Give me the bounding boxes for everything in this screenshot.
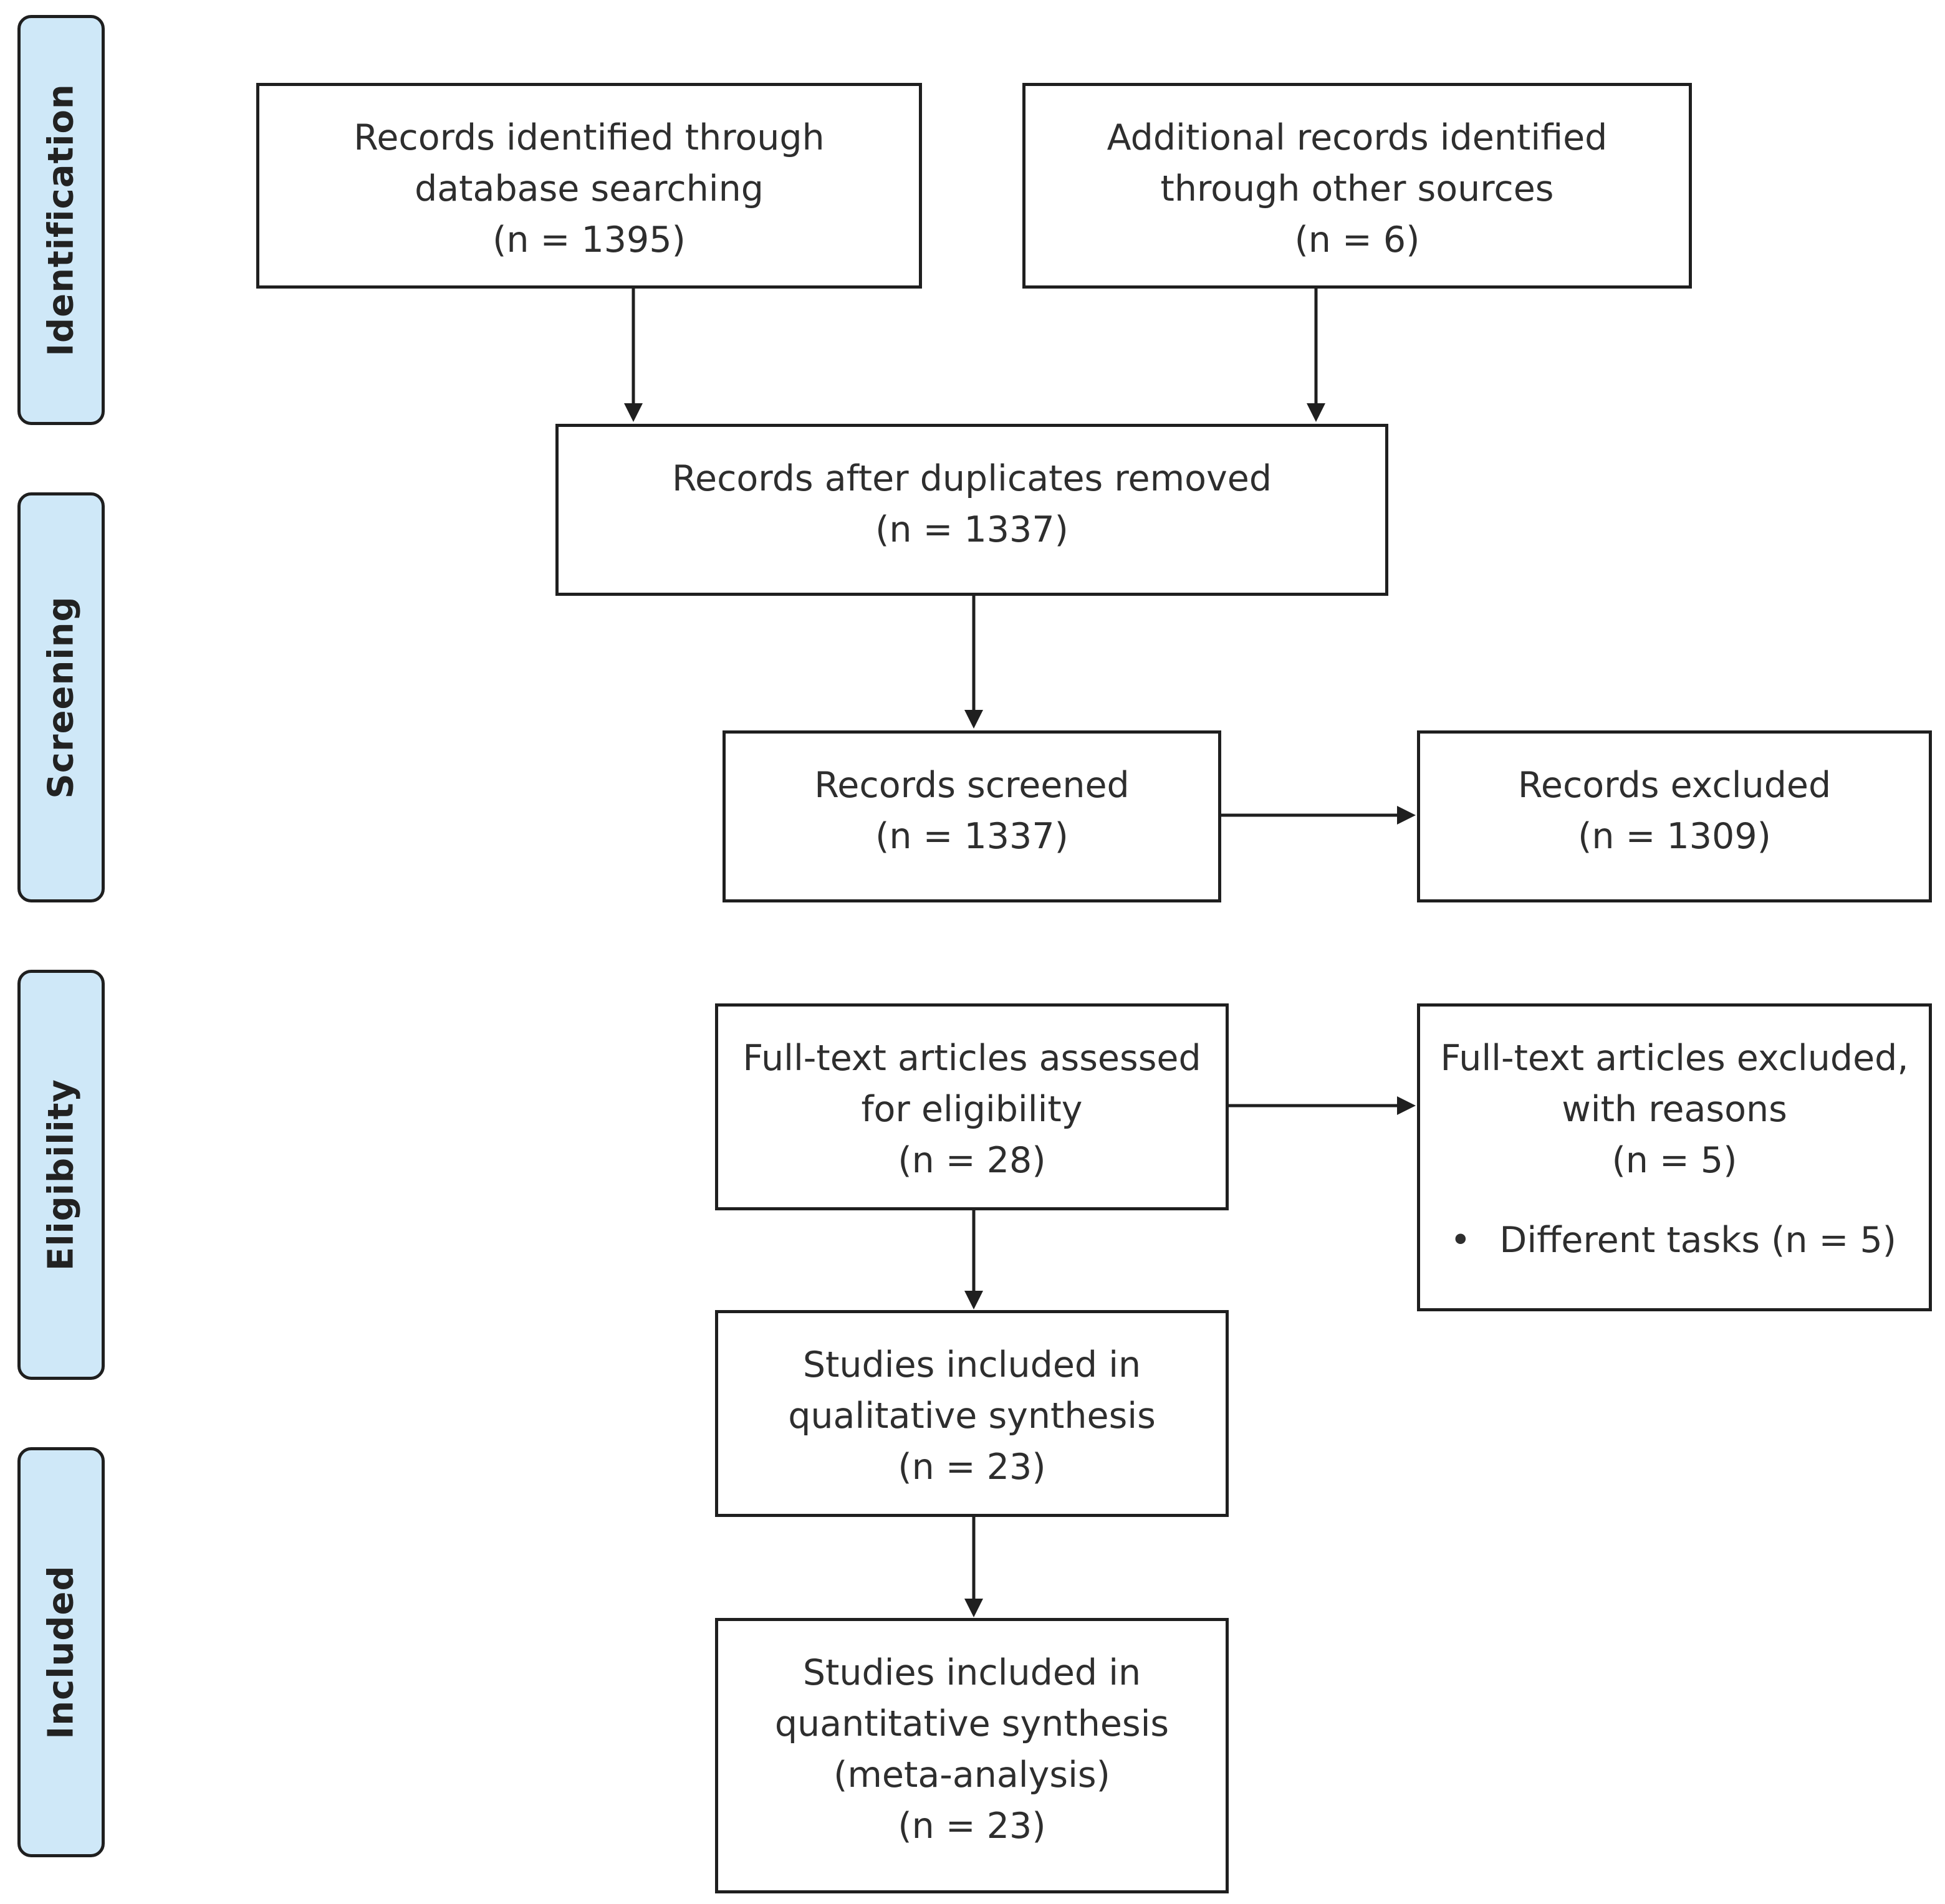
box-quantitative-count: (n = 23) xyxy=(898,1806,1046,1847)
box-assessed-count: (n = 28) xyxy=(898,1140,1046,1181)
phase-included: Included xyxy=(17,1447,105,1857)
box-quantitative-line1: Studies included in xyxy=(802,1652,1141,1693)
box-assessed-line2: for eligibility xyxy=(861,1089,1083,1130)
box-other-sources: Additional records identified through ot… xyxy=(1022,83,1692,289)
box-excluded-line1: Records excluded xyxy=(1517,765,1832,806)
box-qualitative-line2: qualitative synthesis xyxy=(788,1395,1156,1437)
box-qualitative-line1: Studies included in xyxy=(802,1344,1141,1385)
box-fulltext-excluded-count: (n = 5) xyxy=(1611,1140,1737,1181)
box-quantitative-line3: (meta-analysis) xyxy=(833,1754,1110,1796)
box-fulltext-excluded: Full-text articles excluded, with reason… xyxy=(1417,1003,1932,1311)
box-assessed-line1: Full-text articles assessed xyxy=(742,1038,1201,1079)
box-screened-count: (n = 1337) xyxy=(875,816,1069,857)
phase-eligibility: Eligibility xyxy=(17,970,105,1380)
box-other-line1: Additional records identified xyxy=(1107,117,1608,158)
box-fulltext-assessed: Full-text articles assessed for eligibil… xyxy=(715,1003,1229,1210)
box-screened-line1: Records screened xyxy=(814,765,1130,806)
box-database-line1: Records identified through xyxy=(353,117,825,158)
box-fulltext-excluded-line2: with reasons xyxy=(1562,1089,1787,1130)
box-other-line2: through other sources xyxy=(1160,168,1554,209)
exclusion-reason-item: • Different tasks (n = 5) xyxy=(1420,1215,1929,1266)
box-duplicates-line1: Records after duplicates removed xyxy=(671,458,1272,499)
box-qualitative-synthesis: Studies included in qualitative synthesi… xyxy=(715,1310,1229,1517)
box-quantitative-line2: quantitative synthesis xyxy=(774,1703,1169,1744)
box-database-searching: Records identified through database sear… xyxy=(256,83,922,289)
box-database-line2: database searching xyxy=(415,168,764,209)
box-records-excluded: Records excluded (n = 1309) xyxy=(1417,730,1932,902)
bullet-marker: • xyxy=(1450,1220,1471,1261)
box-qualitative-count: (n = 23) xyxy=(898,1447,1046,1488)
exclusion-reason-text: Different tasks (n = 5) xyxy=(1499,1220,1896,1261)
box-quantitative-synthesis: Studies included in quantitative synthes… xyxy=(715,1618,1229,1893)
phase-screening: Screening xyxy=(17,492,105,902)
box-records-screened: Records screened (n = 1337) xyxy=(723,730,1221,902)
box-duplicates-count: (n = 1337) xyxy=(875,509,1069,550)
box-duplicates-removed: Records after duplicates removed (n = 13… xyxy=(555,424,1388,596)
box-excluded-count: (n = 1309) xyxy=(1578,816,1771,857)
box-other-count: (n = 6) xyxy=(1294,219,1420,261)
box-fulltext-excluded-line1: Full-text articles excluded, xyxy=(1440,1038,1909,1079)
phase-identification: Identification xyxy=(17,15,105,425)
box-database-count: (n = 1395) xyxy=(492,219,686,261)
